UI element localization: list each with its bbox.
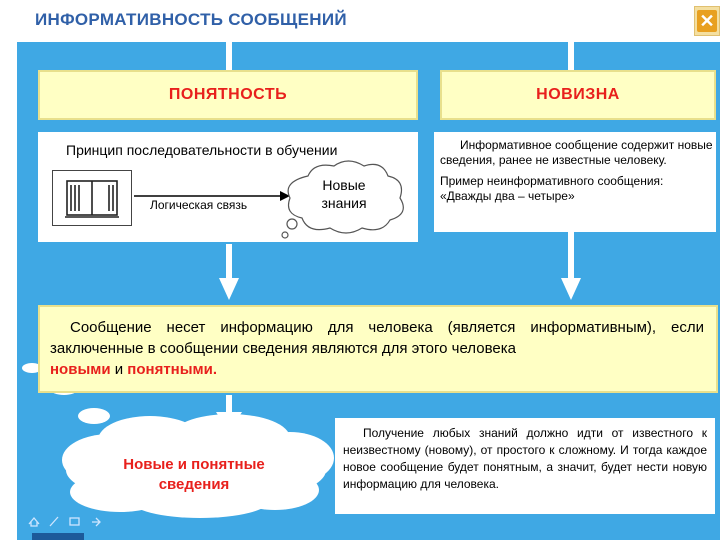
slides-icon[interactable]	[69, 517, 80, 526]
next-icon[interactable]	[92, 517, 101, 527]
highlight-new: новыми	[50, 361, 111, 378]
big-cloud-line-2: сведения	[158, 476, 230, 493]
cloud-line-2: знания	[321, 195, 367, 211]
conclusion-and: и	[110, 361, 128, 378]
note-text: Получение любых знаний должно идти от из…	[343, 426, 707, 491]
bubble-small	[22, 363, 42, 373]
home-icon[interactable]	[28, 516, 40, 527]
novelty-panel	[434, 132, 716, 232]
header-novelty-label: НОВИЗНА	[536, 86, 620, 103]
highlight-understandable: понятными.	[127, 361, 218, 378]
slide-nav	[28, 516, 101, 527]
logic-arrow	[134, 191, 290, 201]
header-understandability-label: ПОНЯТНОСТЬ	[168, 86, 288, 103]
page-title: ИНФОРМАТИВНОСТЬ СООБЩЕНИЙ	[35, 10, 347, 29]
new-knowledge-label: Новые знания	[300, 176, 388, 212]
edit-icon[interactable]	[49, 516, 59, 527]
conclusion-highlight-line: новыми и понятными.	[50, 359, 704, 380]
book-box	[52, 170, 132, 226]
close-icon: ✕	[697, 10, 717, 32]
book-icon	[65, 180, 119, 218]
new-understandable-label: Новые и понятные сведения	[94, 455, 294, 495]
conclusion-text: Сообщение несет информацию для человека …	[50, 317, 704, 359]
bubble-large	[78, 408, 110, 424]
header-novelty: НОВИЗНА	[440, 70, 716, 120]
conclusion-box: Сообщение несет информацию для человека …	[38, 305, 718, 393]
big-cloud-line-1: Новые и понятные	[123, 456, 265, 473]
conclusion-main: Сообщение несет информацию для человека …	[50, 319, 704, 357]
novelty-definition: Информативное сообщение содержит новые с…	[440, 138, 713, 167]
novelty-text: Информативное сообщение содержит новые с…	[440, 138, 715, 204]
nav-bar	[32, 533, 84, 540]
logic-link-label: Логическая связь	[150, 198, 248, 212]
thought-cloud	[281, 160, 404, 239]
note-box: Получение любых знаний должно идти от из…	[335, 418, 715, 514]
novelty-example: Пример неинформативного сообщения: «Дваж…	[440, 174, 664, 203]
principle-text: Принцип последовательности в обучении	[66, 142, 338, 158]
cloud-line-1: Новые	[322, 177, 366, 193]
big-cloud	[62, 414, 334, 518]
header-understandability: ПОНЯТНОСТЬ	[38, 70, 418, 120]
